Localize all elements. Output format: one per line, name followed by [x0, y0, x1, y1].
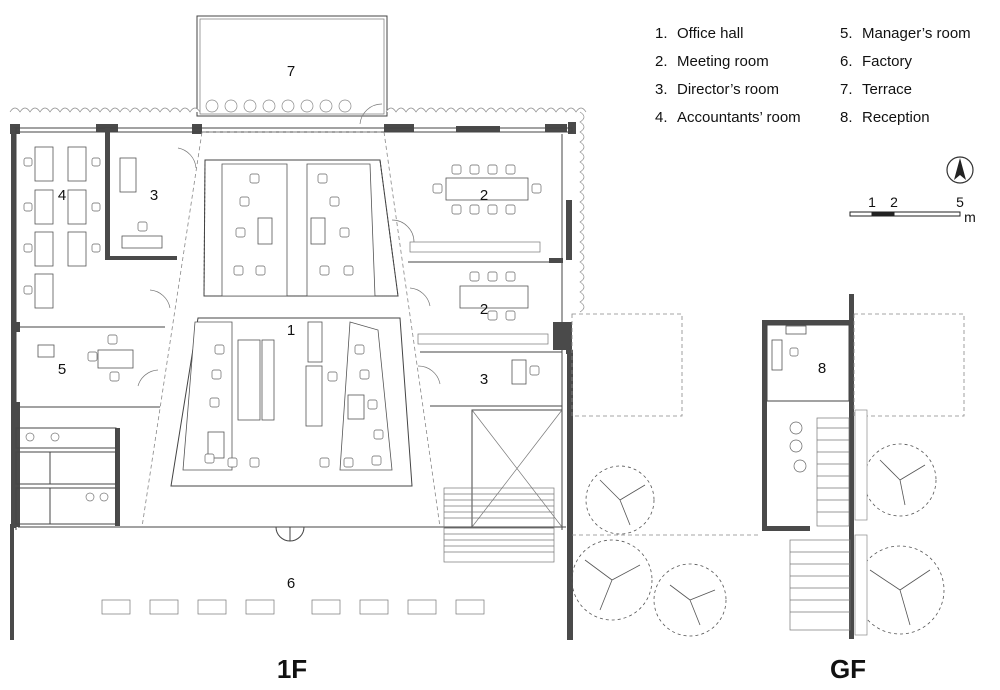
legend-item: 6. Factory	[840, 53, 913, 70]
room-label-factory: 6	[287, 575, 295, 592]
scale-bar: 1 2 5 m	[849, 194, 976, 225]
svg-text:5.: 5.	[840, 25, 853, 42]
svg-text:Manager’s room: Manager’s room	[862, 25, 971, 42]
svg-text:Reception: Reception	[862, 109, 930, 126]
svg-text:Meeting room: Meeting room	[677, 53, 769, 70]
svg-text:Director’s room: Director’s room	[677, 81, 779, 98]
factory-area	[101, 599, 485, 615]
door-swings	[137, 103, 441, 387]
room-label-meeting-top: 2	[480, 187, 488, 204]
plan-gf: 8	[762, 294, 965, 639]
scale-tick-5: 5	[956, 194, 964, 210]
room-label-accountants: 4	[58, 187, 66, 204]
svg-text:3.: 3.	[655, 81, 668, 98]
canopy-outline	[571, 313, 760, 536]
legend: 1. Office hall 2. Meeting room 3. Direct…	[655, 25, 971, 126]
director-room-right-furniture	[511, 359, 540, 385]
toilets	[15, 427, 117, 525]
svg-text:Terrace: Terrace	[862, 81, 912, 98]
room-label-office-hall: 1	[287, 322, 295, 339]
scale-tick-1: 1	[868, 194, 876, 210]
hall-chairs	[204, 173, 384, 468]
room-label-director-right: 3	[480, 371, 488, 388]
accountants-desks	[23, 146, 101, 309]
room-label-director-left: 3	[150, 187, 158, 204]
room-label-terrace: 7	[287, 63, 295, 80]
terrace-outline	[196, 15, 388, 117]
room-label-meeting-bottom: 2	[480, 301, 488, 318]
svg-text:6.: 6.	[840, 53, 853, 70]
legend-item: 5. Manager’s room	[840, 25, 971, 42]
svg-text:4.: 4.	[655, 109, 668, 126]
director-room-left-furniture	[119, 157, 163, 249]
room-labels-1f: 7 4 3 2 2 1 5 3 6	[58, 63, 488, 592]
scale-tick-2: 2	[890, 194, 898, 210]
legend-item: 1. Office hall	[655, 25, 743, 42]
svg-text:Accountants’ room: Accountants’ room	[677, 109, 801, 126]
scale-unit: m	[964, 209, 976, 225]
svg-text:7.: 7.	[840, 81, 853, 98]
legend-item: 7. Terrace	[840, 81, 912, 98]
svg-text:Office hall: Office hall	[677, 25, 743, 42]
hall-desks	[182, 163, 393, 471]
meeting-room-bottom-furniture	[417, 271, 549, 345]
room-label-reception: 8	[818, 360, 826, 377]
svg-text:Factory: Factory	[862, 53, 913, 70]
plan-1f: 7 4 3 2 2 1 5 3 6	[9, 15, 945, 640]
svg-text:2.: 2.	[655, 53, 668, 70]
right-room-walls	[408, 258, 567, 407]
legend-item: 2. Meeting room	[655, 53, 769, 70]
floor-title-gf: GF	[830, 654, 866, 684]
svg-text:1.: 1.	[655, 25, 668, 42]
room-label-manager: 5	[58, 361, 66, 378]
svg-text:8.: 8.	[840, 109, 853, 126]
hedge-row	[9, 107, 587, 313]
entrance-doors	[275, 526, 305, 542]
meeting-room-top-furniture	[409, 164, 542, 253]
manager-room-furniture	[37, 334, 134, 382]
stairs-1f	[443, 409, 563, 563]
north-arrow-icon	[946, 156, 974, 184]
trees	[571, 443, 945, 637]
legend-item: 4. Accountants’ room	[655, 109, 801, 126]
legend-item: 8. Reception	[840, 109, 930, 126]
legend-item: 3. Director’s room	[655, 81, 779, 98]
floor-title-1f: 1F	[277, 654, 307, 684]
